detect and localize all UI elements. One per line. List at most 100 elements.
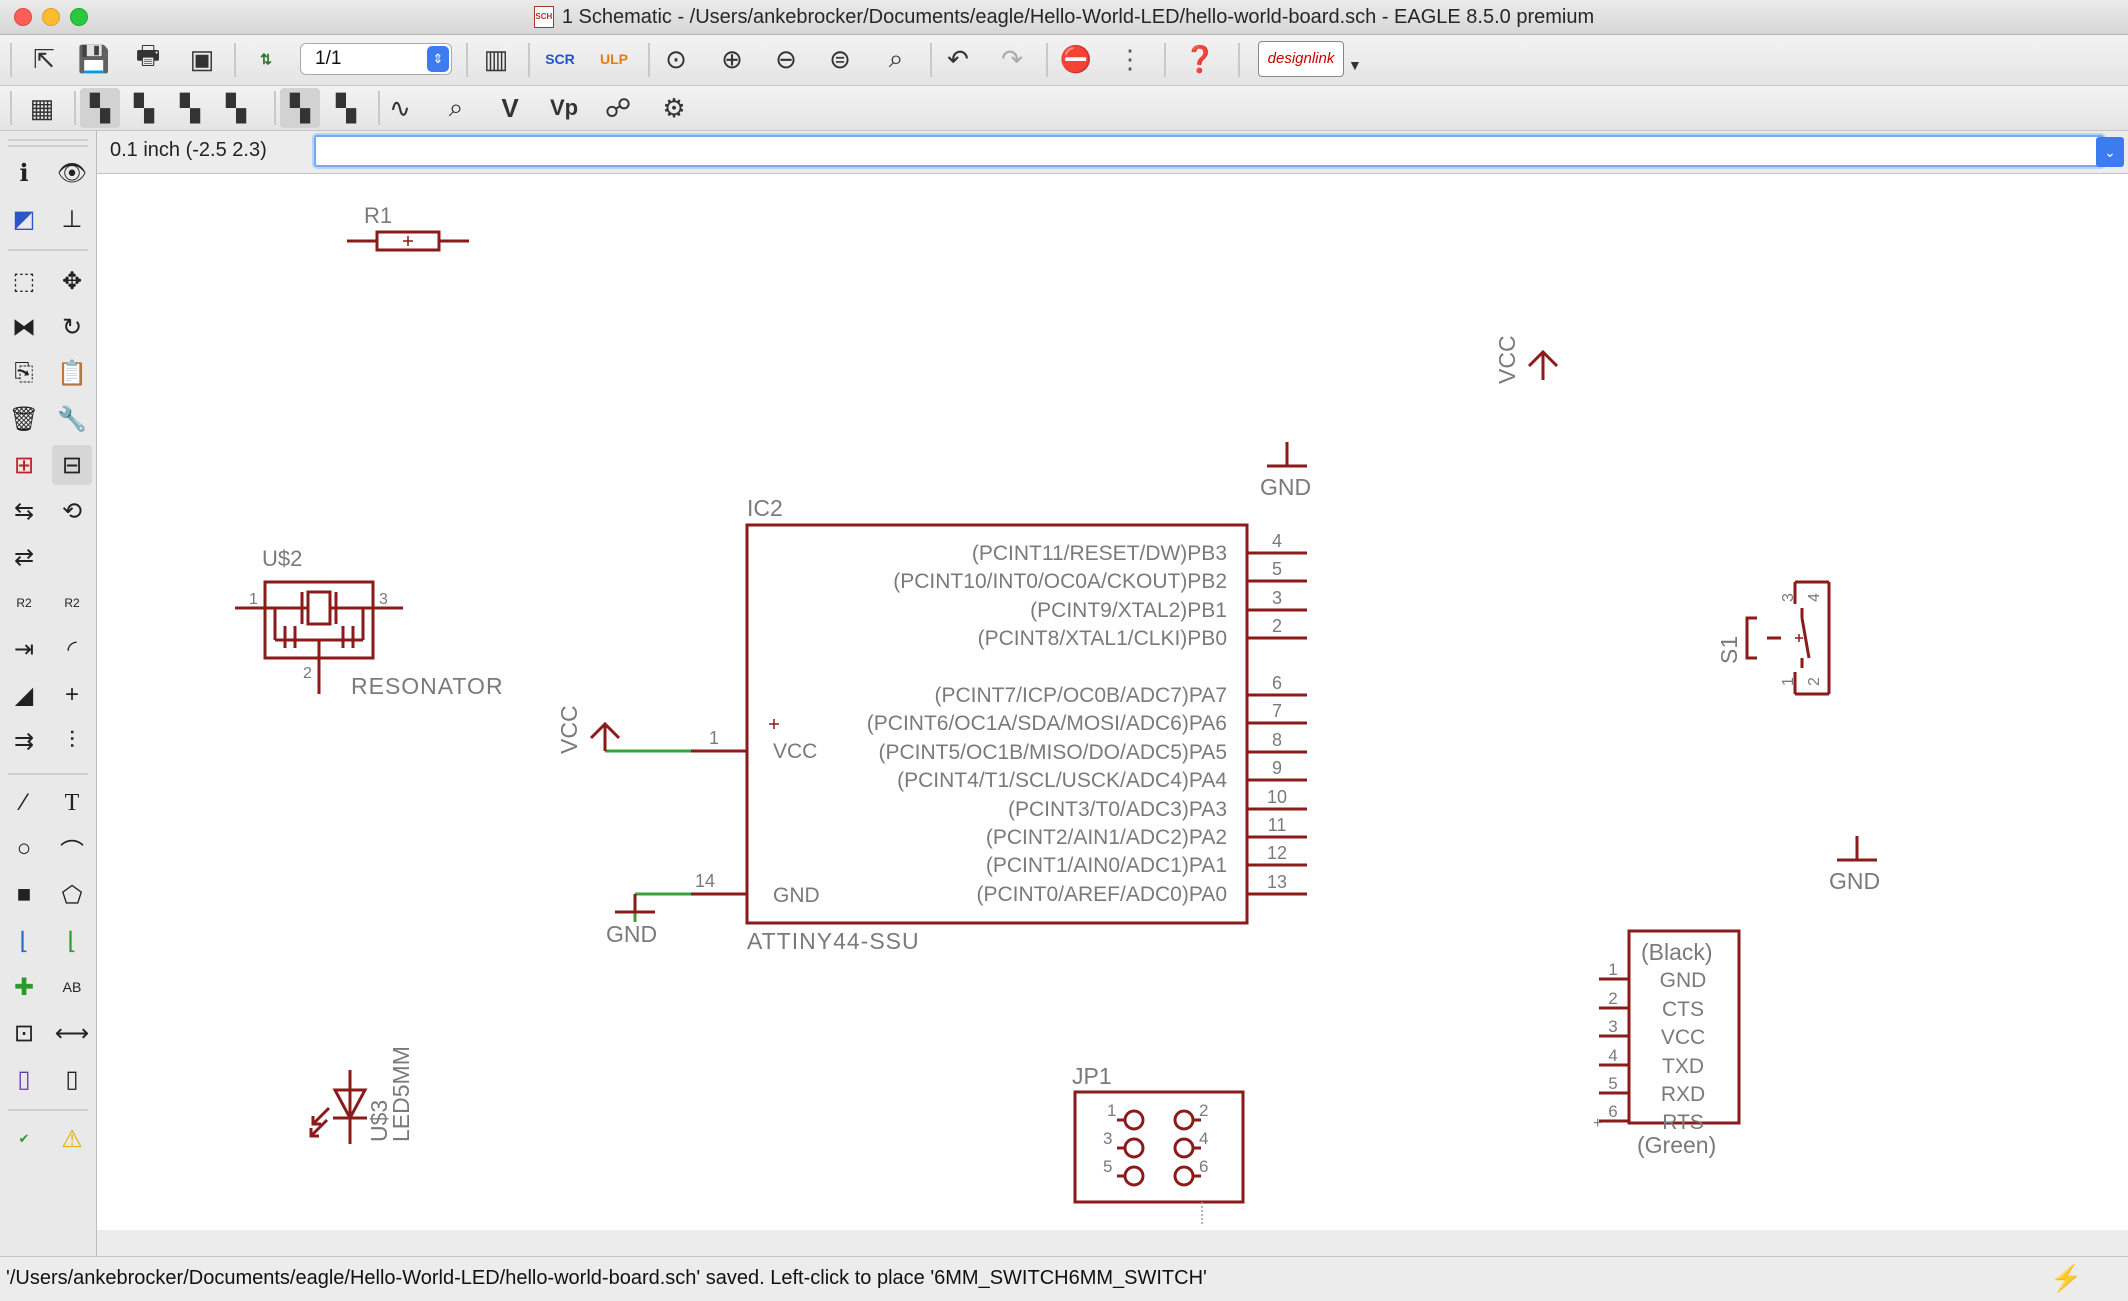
delete-trash-icon[interactable]: 🗑 — [8, 405, 40, 433]
window-title: 1 Schematic - /Users/ankebrocker/Documen… — [561, 5, 1595, 28]
ftdi-connector[interactable] — [1599, 929, 1741, 1125]
port-icon[interactable]: ▯ — [65, 1065, 79, 1093]
ftdi-pin-label: VCC — [1661, 1026, 1705, 1049]
add-module-icon[interactable]: ⊟ — [52, 445, 92, 485]
rotate-icon[interactable]: ↻ — [61, 313, 83, 341]
grid-icon[interactable]: ▦ — [29, 92, 55, 123]
stop-icon[interactable]: ⛔ — [1059, 43, 1093, 74]
label-tool-icon[interactable]: AB — [62, 979, 82, 995]
change-icon[interactable]: ⟲ — [61, 497, 83, 525]
add-part-icon[interactable]: ⊞ — [13, 451, 35, 479]
polygon-tool-icon[interactable]: ⬠ — [61, 881, 83, 909]
resonator-u2[interactable] — [235, 580, 403, 694]
open-icon[interactable]: ⇱ — [33, 43, 55, 74]
chevron-down-icon[interactable]: ▼ — [1348, 57, 1362, 73]
script-icon[interactable]: SCR — [545, 51, 575, 67]
zoom-redraw-icon[interactable]: ⊜ — [829, 43, 851, 74]
resistor-r1[interactable] — [347, 230, 469, 252]
smash-icon[interactable]: + — [64, 681, 79, 708]
design-link-button[interactable]: designlink — [1258, 41, 1344, 77]
schematic-drawing[interactable]: R1 U$2 1 3 2 RESONATOR VCC — [97, 174, 2128, 1230]
frame-icon[interactable]: ▯ — [17, 1065, 31, 1093]
info-icon[interactable]: ℹ — [19, 159, 29, 187]
wrench-icon[interactable]: 🔧 — [57, 405, 87, 433]
voltage-icon[interactable]: V — [501, 92, 519, 123]
sheet-select[interactable]: 1/1 ⇕ — [300, 43, 452, 75]
help-icon[interactable]: ❓ — [1183, 43, 1217, 74]
command-palette: ℹ 👁 ◩ ⊥ ⬚ ✥ ⧓ ↻ ⎘ 📋 🗑 🔧 ⊞ ⊟ ⇆ ⟲ ⇄ R2 R2 … — [0, 131, 97, 1256]
mirror-icon[interactable]: ⧓ — [12, 313, 36, 341]
pinswap-icon[interactable]: ⇉ — [13, 727, 35, 755]
inspect-icon[interactable]: ⌕ — [448, 92, 464, 122]
miter-icon[interactable]: ◜ — [67, 635, 77, 663]
settings-gear-icon[interactable]: ⚙ — [662, 92, 686, 123]
board-schematic-switch-icon[interactable]: ⇅ — [260, 50, 272, 67]
layout-icon-6[interactable]: ▚ — [336, 92, 356, 123]
rectangle-tool-icon[interactable]: ■ — [16, 881, 32, 908]
schematic-canvas[interactable]: R1 U$2 1 3 2 RESONATOR VCC — [97, 174, 2128, 1230]
simulate-icon[interactable]: ∿ — [389, 92, 411, 123]
ic2-gnd-pin[interactable] — [615, 892, 747, 922]
header-jp1[interactable] — [1073, 1090, 1245, 1204]
zoom-out-icon[interactable]: ⊖ — [775, 43, 797, 74]
save-icon[interactable]: 💾 — [77, 43, 111, 74]
replace-icon[interactable]: ⇆ — [13, 497, 35, 525]
command-line-input[interactable] — [314, 135, 2104, 167]
swap-gate-icon[interactable]: ⇄ — [13, 543, 35, 571]
split-wire-icon[interactable]: ⇥ — [13, 635, 35, 663]
go-icon[interactable]: ⋮ — [1117, 43, 1143, 74]
erc-check-icon[interactable]: ✔ — [18, 1131, 30, 1146]
redo-icon[interactable]: ↷ — [1001, 43, 1023, 74]
zoom-select-icon[interactable]: ⌕ — [888, 43, 904, 73]
optimize-icon[interactable]: ◢ — [14, 681, 34, 709]
layout-icon-3[interactable]: ▚ — [180, 92, 200, 123]
command-history-chevron-icon[interactable]: ⌄ — [2096, 137, 2124, 167]
layout-icon-2[interactable]: ▚ — [134, 92, 154, 123]
zoom-fit-icon[interactable]: ⊙ — [665, 43, 687, 74]
attribute-icon[interactable]: ⊡ — [13, 1019, 35, 1047]
paste-icon[interactable]: 📋 — [57, 359, 87, 387]
junction-icon[interactable]: ✚ — [13, 973, 35, 1001]
ic2-vcc-pin[interactable] — [589, 719, 779, 753]
vcc-symbol-top[interactable] — [1527, 349, 1559, 380]
grid-coordinate-readout: 0.1 inch (-2.5 2.3) — [110, 139, 267, 161]
voltage-probe-icon[interactable]: Vp — [549, 95, 579, 120]
layout-icon-4[interactable]: ▚ — [226, 92, 246, 123]
text-tool-icon[interactable]: T — [64, 789, 80, 816]
value-part-icon[interactable]: R2 — [64, 596, 80, 610]
undo-icon[interactable]: ↶ — [947, 43, 969, 74]
move-icon[interactable]: ✥ — [61, 267, 83, 295]
arc-tool-icon[interactable]: ⌒ — [60, 838, 84, 866]
warning-icon[interactable]: ⚠ — [61, 1125, 83, 1153]
net-probe-icon[interactable]: ☍ — [604, 92, 632, 123]
ftdi-pin-number: 5 — [1608, 1074, 1617, 1093]
line-draw-icon[interactable]: ⁄ — [21, 789, 26, 816]
close-window-button[interactable] — [14, 8, 32, 26]
ic2-pin-number: 7 — [1272, 701, 1282, 721]
mark-icon[interactable]: ⊥ — [61, 205, 83, 233]
show-eye-icon[interactable]: 👁 — [56, 159, 88, 187]
led-u3[interactable] — [309, 1070, 368, 1144]
zoom-in-icon[interactable]: ⊕ — [721, 43, 743, 74]
print-icon[interactable]: 🖶 — [135, 40, 161, 70]
display-layers-icon[interactable]: ◩ — [12, 205, 36, 233]
library-icon[interactable]: ▥ — [483, 43, 509, 74]
copy-icon[interactable]: ⎘ — [14, 359, 34, 386]
gnd-symbol-right[interactable] — [1837, 836, 1877, 862]
gnd-symbol-top[interactable] — [1267, 442, 1307, 468]
lightning-icon[interactable]: ⚡ — [2050, 1263, 2083, 1293]
maximize-window-button[interactable] — [70, 8, 88, 26]
layout-icon-1[interactable]: ▚ — [80, 88, 120, 128]
switch-s1[interactable] — [1745, 580, 1831, 696]
ulp-icon[interactable]: ULP — [600, 51, 628, 67]
dimension-icon[interactable]: ⟷ — [54, 1019, 90, 1047]
select-group-icon[interactable]: ⬚ — [12, 267, 36, 295]
name-part-icon[interactable]: R2 — [16, 596, 32, 610]
circle-tool-icon[interactable]: ○ — [16, 835, 32, 862]
layout-icon-5[interactable]: ▚ — [280, 88, 320, 128]
align-icon[interactable]: ⫶ — [69, 727, 75, 754]
bus-tool-icon[interactable]: ⌊ — [67, 927, 77, 955]
cam-processor-icon[interactable]: ▣ — [189, 43, 215, 74]
minimize-window-button[interactable] — [42, 8, 60, 26]
net-tool-icon[interactable]: ⌊ — [19, 927, 29, 955]
